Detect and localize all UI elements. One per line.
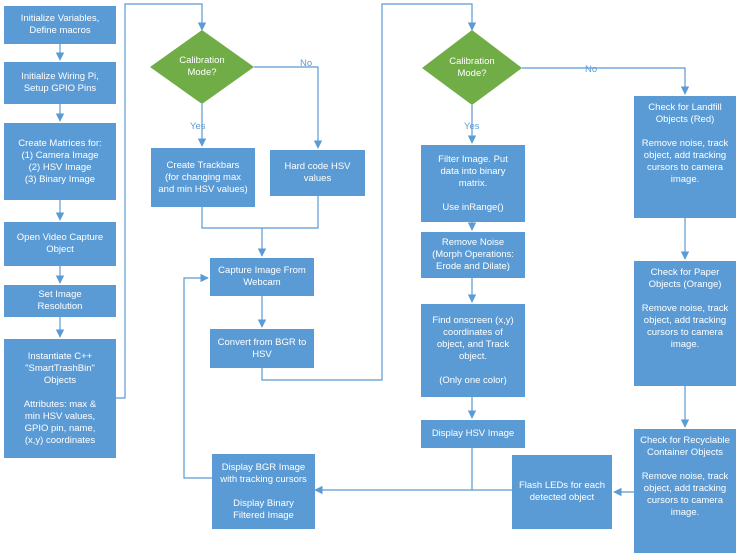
decision1-text: Calibration Mode? [179,55,225,78]
set-resolution-box: Set Image Resolution [4,285,116,317]
decision2-no-label: No [585,64,598,75]
decision2-yes-label: Yes [464,121,480,132]
open-video-capture-box: Open Video Capture Object [4,222,116,266]
recyclable-check-box: Check for Recyclable Container Objects R… [634,429,736,553]
capture-image-box: Capture Image From Webcam [210,258,314,296]
line-hardcode-to-capture [262,196,319,229]
hard-code-hsv-box: Hard code HSV values [270,150,365,196]
arrow-decision2-no [522,67,690,95]
paper-check-box: Check for Paper Objects (Orange) Remove … [634,261,736,386]
create-trackbars-box: Create Trackbars (for changing max and m… [151,148,255,207]
convert-bgr-hsv-box: Convert from BGR to HSV [210,329,314,368]
init-variables-box: Initialize Variables, Define macros [4,6,116,44]
decision1-no-label: No [300,58,313,69]
remove-noise-box: Remove Noise (Morph Operations: Erode an… [421,232,525,278]
arrow-decision1-no [254,66,323,149]
instantiate-objects-box: Instantiate C++ "SmartTrashBin" Objects … [4,339,116,458]
arrow-convert-to-decision2 [261,3,477,381]
decision1-yes-label: Yes [190,121,206,132]
find-coordinates-box: Find onscreen (x,y) coordinates of objec… [421,304,525,397]
init-wiring-box: Initialize Wiring Pi, Setup GPIO Pins [4,62,116,104]
arrow-display-bgr-loop [183,273,212,479]
arrow-display-hsv-to-bgr [314,448,473,495]
decision2-diamond [422,30,522,105]
line-trackbars-to-capture [201,207,262,229]
display-hsv-box: Display HSV Image [421,420,525,448]
display-bgr-box: Display BGR Image with tracking cursors … [212,454,315,529]
decision2-text: Calibration Mode? [449,56,495,79]
create-matrices-box: Create Matrices for: (1) Camera Image (2… [4,123,116,200]
landfill-check-box: Check for Landfill Objects (Red) Remove … [634,96,736,218]
filter-image-box: Filter Image. Put data into binary matri… [421,145,525,222]
arrow-objects-to-decision1 [116,3,207,399]
decision1-diamond [150,30,254,104]
flash-leds-box: Flash LEDs for each detected object [512,455,612,529]
